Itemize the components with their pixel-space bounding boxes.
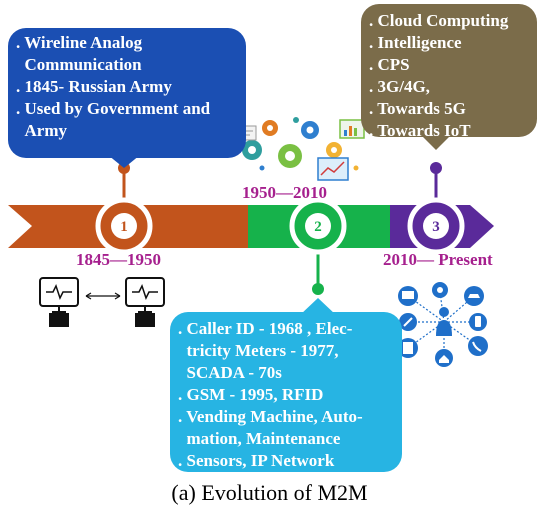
- era2-list-item: SCADA - 70s: [178, 363, 282, 382]
- era3-info-bubble: . Cloud Computing . Intelligence . CPS . 3G…: [361, 4, 537, 140]
- two-computer-monitors-icon: [39, 277, 165, 327]
- era3-number: 3: [432, 219, 440, 235]
- era2-list-item: . Caller ID - 1968 , Elec-: [178, 319, 353, 338]
- era1-list-item: . 1845- Russian Army: [16, 77, 172, 96]
- era1-years: 1845—1950: [76, 250, 161, 269]
- era2-number: 2: [314, 219, 322, 235]
- era2-years: 1950—2010: [242, 183, 327, 202]
- era1-number: 1: [120, 219, 128, 235]
- bubble1-tail: [108, 155, 140, 168]
- era2-list-item: . Vending Machine, Auto-: [178, 407, 363, 426]
- era2-list-item: tricity Meters - 1977,: [178, 341, 339, 360]
- era3-marker: 3: [407, 197, 465, 255]
- era1-list-item: . Wireline Analog: [16, 33, 143, 52]
- bubble2-tail: [300, 298, 336, 315]
- era2-list-item: . Sensors, IP Network: [178, 451, 335, 470]
- era2-info-bubble: . Caller ID - 1968 , Elec- tricity Meter…: [170, 312, 402, 472]
- era1-marker: 1: [95, 197, 153, 255]
- era3-list-item: . Towards IoT: [369, 121, 471, 140]
- era3-list-item: . CPS: [369, 55, 410, 74]
- connector-dot-era3: [430, 162, 442, 174]
- era2-marker: 2: [289, 197, 347, 255]
- era1-list-item: Army: [16, 121, 67, 140]
- gears-analytics-icon: [237, 117, 365, 181]
- connector-dot-era2: [312, 283, 324, 295]
- era1-list: . Wireline Analog Communication . 1845- R…: [16, 32, 238, 142]
- era2-list-item: mation, Maintenance: [178, 429, 341, 448]
- connected-person-devices-icon: [398, 282, 488, 367]
- figure-caption: (a) Evolution of M2M: [171, 480, 368, 505]
- era3-list-item: . Cloud Computing: [369, 11, 509, 30]
- era3-list-item: . 3G/4G,: [369, 77, 430, 96]
- era1-list-item: . Used by Government and: [16, 99, 211, 118]
- era3-list-item: . Intelligence: [369, 33, 462, 52]
- bubble3-tail: [420, 134, 452, 150]
- era3-years: 2010— Present: [383, 250, 493, 269]
- era3-list-item: . Towards 5G: [369, 99, 466, 118]
- era2-list: . Caller ID - 1968 , Elec- tricity Meter…: [178, 318, 394, 472]
- era1-list-item: Communication: [16, 55, 142, 74]
- era3-list: . Cloud Computing . Intelligence . CPS . 3G…: [369, 10, 529, 142]
- era1-info-bubble: . Wireline Analog Communication . 1845- R…: [8, 28, 246, 158]
- era2-list-item: . GSM - 1995, RFID: [178, 385, 324, 404]
